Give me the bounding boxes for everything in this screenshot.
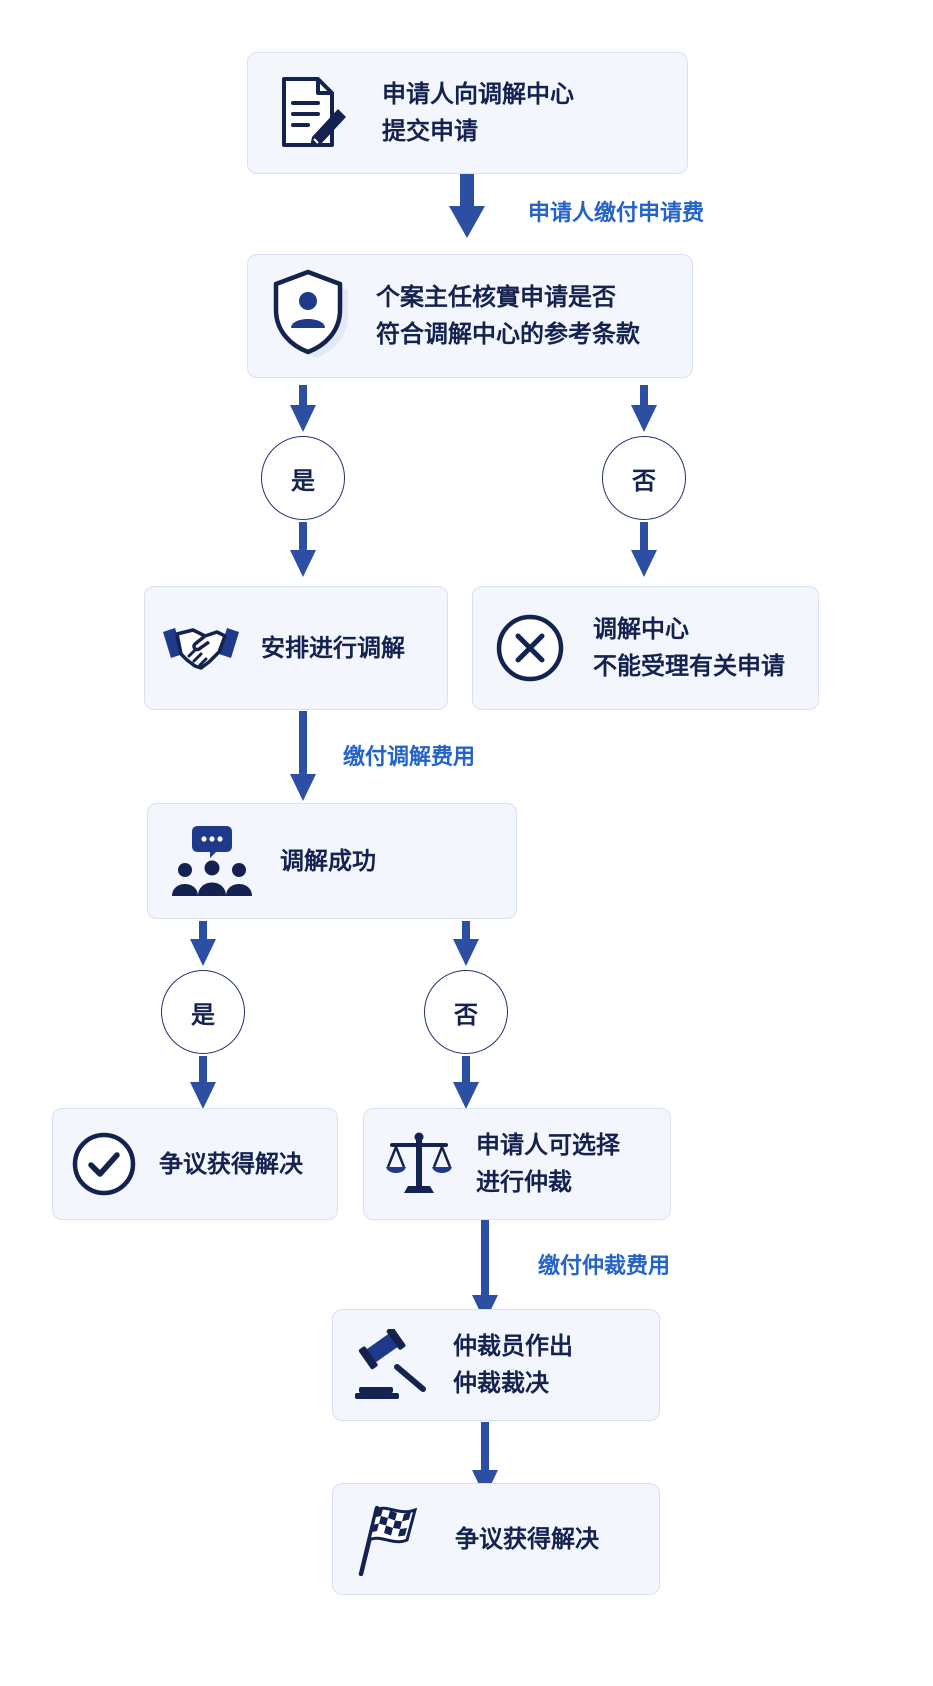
arrow-no-to-arbitrate bbox=[453, 1056, 479, 1109]
check-circle-icon bbox=[71, 1131, 137, 1197]
review-line-2: 符合调解中心的参考条款 bbox=[376, 320, 640, 348]
node-cannot-accept: 调解中心 不能受理有关申请 bbox=[472, 586, 819, 710]
node-mediation-success: 调解成功 bbox=[147, 803, 517, 919]
gavel-icon bbox=[353, 1329, 431, 1401]
arrow-submit-to-review bbox=[449, 172, 485, 238]
checkered-flag-icon bbox=[355, 1502, 421, 1576]
resolved2-label: 争议获得解决 bbox=[455, 1524, 599, 1553]
decision-no: 否 bbox=[602, 436, 686, 520]
node-submit-application: 申请人向调解中心 提交申请 bbox=[247, 52, 688, 174]
reject-line-2: 不能受理有关申请 bbox=[593, 652, 785, 680]
decision-yes: 是 bbox=[261, 436, 345, 520]
arrow-review-to-yes bbox=[290, 385, 316, 432]
arrow-yes-to-arrange bbox=[290, 522, 316, 577]
x-circle-icon bbox=[495, 613, 565, 683]
label-mediation-fee: 缴付调解费用 bbox=[343, 745, 476, 770]
handshake-icon bbox=[161, 618, 241, 678]
decision-no-2: 否 bbox=[424, 970, 508, 1054]
group-chat-icon bbox=[170, 824, 254, 898]
arbitrate-line-1: 申请人可选择 bbox=[476, 1131, 620, 1159]
review-line-1: 个案主任核實申请是否 bbox=[376, 283, 616, 311]
node-choose-arbitration: 申请人可选择 进行仲裁 bbox=[363, 1108, 671, 1220]
arrow-arrange-to-success bbox=[290, 711, 316, 801]
submit-line-2: 提交申请 bbox=[382, 117, 478, 145]
reject-line-1: 调解中心 bbox=[593, 615, 689, 643]
award-line-2: 仲裁裁决 bbox=[453, 1369, 549, 1397]
arrange-label: 安排进行调解 bbox=[261, 633, 405, 662]
resolved1-label: 争议获得解决 bbox=[159, 1149, 303, 1178]
arrow-yes-to-resolved bbox=[190, 1056, 216, 1109]
node-review-application: 个案主任核實申请是否 符合调解中心的参考条款 bbox=[247, 254, 693, 378]
scales-icon bbox=[384, 1131, 454, 1197]
node-arrange-mediation: 安排进行调解 bbox=[144, 586, 448, 710]
node-dispute-resolved-final: 争议获得解决 bbox=[332, 1483, 660, 1595]
success-label: 调解成功 bbox=[280, 846, 376, 875]
label-application-fee: 申请人缴付申请费 bbox=[528, 201, 705, 226]
award-line-1: 仲裁员作出 bbox=[453, 1332, 573, 1360]
label-arbitration-fee: 缴付仲裁费用 bbox=[538, 1254, 671, 1279]
document-edit-icon bbox=[278, 75, 350, 151]
arrow-arbitrate-to-award bbox=[472, 1219, 498, 1322]
decision-yes-2: 是 bbox=[161, 970, 245, 1054]
arrow-no-to-reject bbox=[631, 522, 657, 577]
arbitrate-line-2: 进行仲裁 bbox=[476, 1168, 572, 1196]
arrow-success-to-yes bbox=[190, 921, 216, 966]
submit-line-1: 申请人向调解中心 bbox=[382, 80, 574, 108]
arrow-success-to-no bbox=[453, 921, 479, 966]
node-arbitral-award: 仲裁员作出 仲裁裁决 bbox=[332, 1309, 660, 1421]
node-dispute-resolved: 争议获得解决 bbox=[52, 1108, 338, 1220]
shield-user-icon bbox=[268, 268, 356, 364]
arrow-review-to-no bbox=[631, 385, 657, 432]
